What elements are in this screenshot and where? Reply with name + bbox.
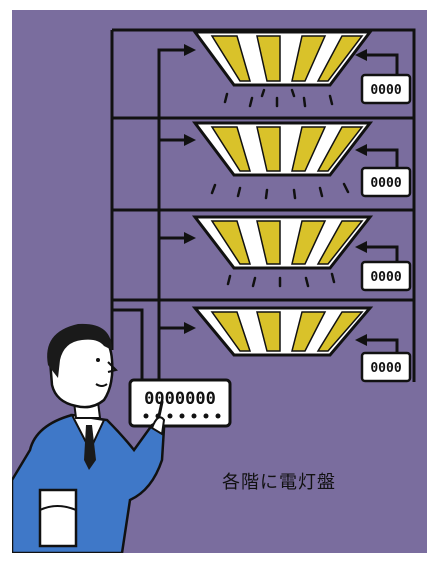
floor-panel-4: 0000 — [360, 73, 412, 105]
lamp-floor-4 — [192, 30, 374, 108]
arrow-icon — [355, 49, 367, 61]
caption: 各階に電灯盤 — [222, 472, 336, 493]
lighting-panel-illustration: 0000 0000 0000 0000 0000000 — [12, 10, 427, 553]
panel-label: 0000 — [370, 361, 401, 376]
arrow-icon — [184, 134, 196, 146]
businessman-figure — [12, 323, 166, 553]
main-panel-label: 0000000 — [144, 389, 216, 409]
lamp-floor-1 — [191, 306, 374, 357]
floor-panel-2: 0000 — [360, 260, 412, 292]
floor-panel-3: 0000 — [360, 166, 412, 198]
arrow-icon — [355, 334, 367, 346]
floor-panel-1: 0000 — [360, 351, 412, 383]
main-lighting-panel: 0000000 — [128, 378, 232, 428]
panel-label: 0000 — [370, 270, 401, 285]
arrow-icon — [355, 241, 367, 253]
wiring — [110, 28, 416, 382]
lamp-floor-3 — [192, 121, 374, 200]
arrows — [184, 44, 367, 346]
arrow-icon — [184, 322, 196, 334]
arrow-icon — [355, 144, 367, 156]
panel-label: 0000 — [370, 176, 401, 191]
lamp-floor-2 — [191, 215, 374, 288]
panel-label: 0000 — [370, 83, 401, 98]
arrow-icon — [184, 44, 196, 56]
arrow-icon — [184, 232, 196, 244]
